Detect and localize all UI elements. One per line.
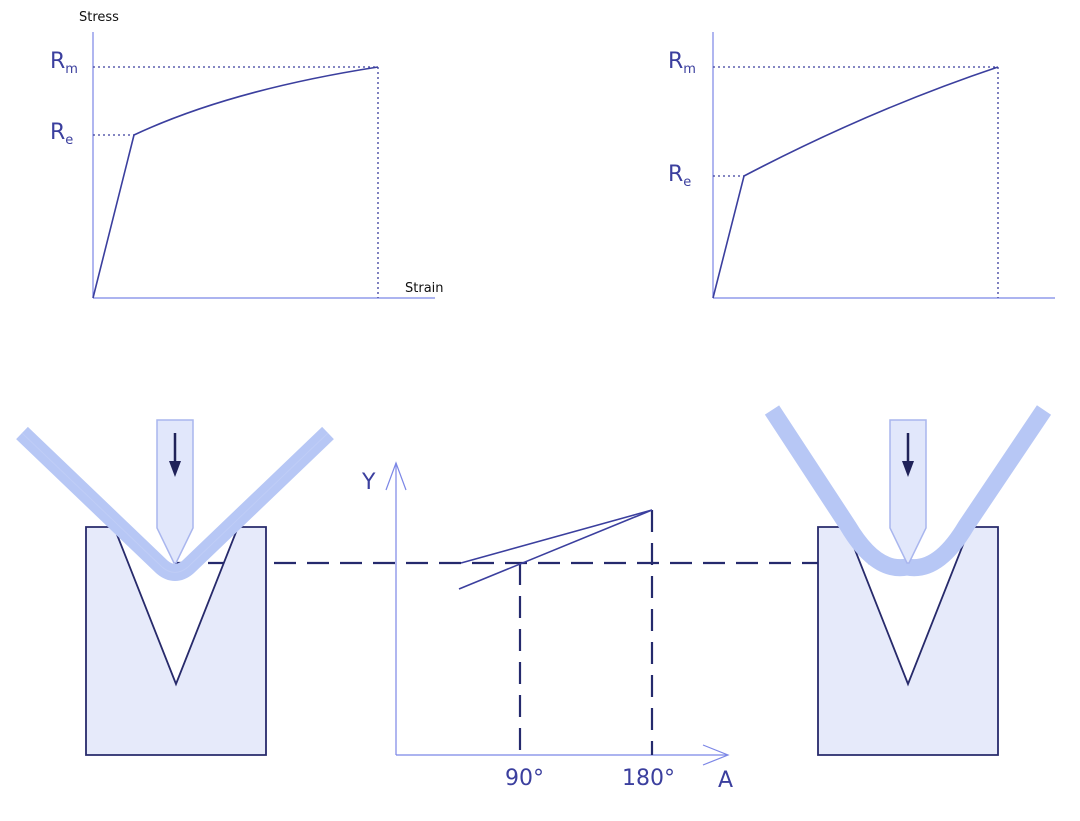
angle-depth-graph: Y A 90° 180° <box>361 461 733 793</box>
tick-label-180: 180° <box>622 766 675 791</box>
trend-line-upper <box>460 509 653 564</box>
right-re-label: Re <box>668 162 691 190</box>
right-rm-label: Rm <box>668 49 696 77</box>
right-punch <box>889 419 927 564</box>
center-y-axis-arrow-icon <box>385 461 407 491</box>
left-y-axis-label: Stress <box>79 10 119 25</box>
right-die <box>817 526 999 756</box>
left-die <box>85 526 267 756</box>
center-y-axis-label: Y <box>361 470 376 495</box>
center-x-axis-arrow-icon <box>702 744 730 766</box>
right-press-arrow-icon <box>902 461 914 477</box>
left-stress-curve <box>92 66 379 299</box>
left-sheet-outline <box>21 432 329 573</box>
left-press-arrow-icon <box>169 461 181 477</box>
center-x-axis-label: A <box>718 768 733 793</box>
left-die-assembly <box>16 419 334 756</box>
left-re-label: Re <box>50 120 73 148</box>
right-stress-curve <box>712 66 999 299</box>
left-rm-label: Rm <box>50 49 78 77</box>
tick-label-90: 90° <box>505 766 544 791</box>
trend-line-lower <box>458 509 653 590</box>
right-die-assembly <box>764 405 1052 756</box>
right-sheet-metal <box>764 405 1052 577</box>
left-stress-strain-chart: Stress Strain Rm Re <box>50 10 444 299</box>
left-x-axis-label: Strain <box>405 281 444 296</box>
right-stress-strain-chart: Rm Re <box>668 32 1055 299</box>
left-punch <box>156 419 194 564</box>
